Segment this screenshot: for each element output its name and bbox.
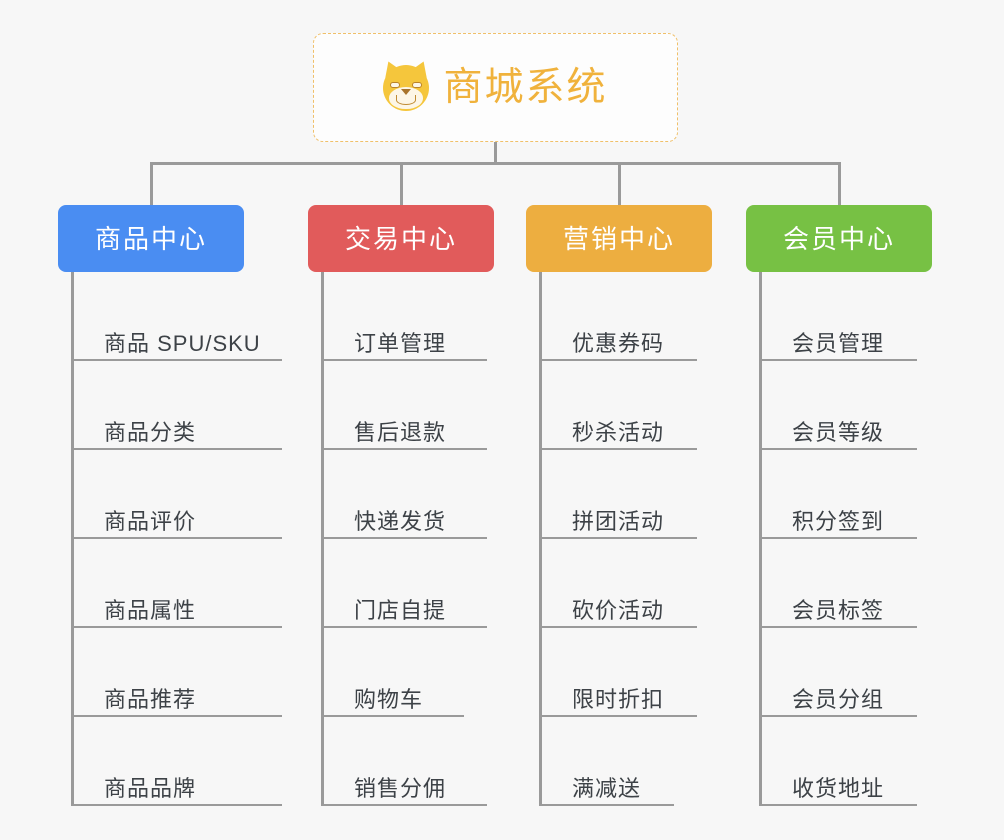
- leaf-underline: [762, 448, 917, 450]
- leaf-underline: [74, 804, 282, 806]
- connector-root-stem: [494, 142, 497, 164]
- connector-drop-trade-center: [400, 162, 403, 207]
- connector-horizontal-bus: [150, 162, 841, 165]
- leaf-label: 商品 SPU/SKU: [104, 331, 261, 356]
- category-label-member-center: 会员中心: [782, 223, 895, 254]
- leaf-item[interactable]: 积分签到: [762, 450, 932, 539]
- category-box-product-center[interactable]: 商品中心: [58, 205, 244, 272]
- leaf-label: 会员分组: [792, 687, 885, 712]
- category-column-member-center: 会员中心 会员管理 会员等级 积分签到 会员标签 会员分组 收货地址: [746, 205, 932, 806]
- leaf-item[interactable]: 限时折扣: [542, 628, 712, 717]
- leaf-item[interactable]: 快递发货: [324, 450, 494, 539]
- leaf-underline: [324, 626, 487, 628]
- category-label-marketing-center: 营销中心: [562, 223, 675, 254]
- leaf-label: 满减送: [572, 776, 642, 801]
- root-title: 商城系统: [443, 66, 608, 109]
- leaf-item[interactable]: 商品推荐: [74, 628, 282, 717]
- leaf-label: 拼团活动: [572, 509, 665, 534]
- leaf-underline: [762, 537, 917, 539]
- leaf-item[interactable]: 售后退款: [324, 361, 494, 450]
- category-box-member-center[interactable]: 会员中心: [746, 205, 932, 272]
- leaf-underline: [762, 626, 917, 628]
- leaf-label: 商品评价: [104, 509, 197, 534]
- connector-drop-marketing-center: [618, 162, 621, 207]
- leaf-label: 商品推荐: [104, 687, 197, 712]
- leaf-label: 限时折扣: [572, 687, 665, 712]
- leaf-label: 销售分佣: [354, 776, 447, 801]
- category-box-marketing-center[interactable]: 营销中心: [526, 205, 712, 272]
- leaf-underline: [324, 359, 487, 361]
- leaf-item[interactable]: 商品评价: [74, 450, 282, 539]
- leaf-label: 订单管理: [354, 331, 447, 356]
- leaf-list-marketing-center: 优惠券码 秒杀活动 拼团活动 砍价活动 限时折扣 满减送: [539, 272, 712, 806]
- leaf-underline: [324, 537, 487, 539]
- leaf-item[interactable]: 商品 SPU/SKU: [74, 272, 282, 361]
- leaf-list-product-center: 商品 SPU/SKU 商品分类 商品评价 商品属性 商品推荐 商品品牌: [71, 272, 282, 806]
- category-column-product-center: 商品中心 商品 SPU/SKU 商品分类 商品评价 商品属性 商品推荐 商品品牌: [58, 205, 282, 806]
- leaf-item[interactable]: 购物车: [324, 628, 494, 717]
- leaf-underline: [762, 359, 917, 361]
- leaf-underline: [542, 359, 697, 361]
- leaf-underline: [74, 359, 282, 361]
- leaf-label: 门店自提: [354, 598, 447, 623]
- leaf-label: 商品属性: [104, 598, 197, 623]
- leaf-item[interactable]: 拼团活动: [542, 450, 712, 539]
- leaf-underline: [542, 804, 674, 806]
- leaf-label: 商品品牌: [104, 776, 197, 801]
- leaf-label: 会员管理: [792, 331, 885, 356]
- leaf-item[interactable]: 销售分佣: [324, 717, 494, 806]
- leaf-label: 会员标签: [792, 598, 885, 623]
- category-label-product-center: 商品中心: [94, 223, 207, 254]
- leaf-label: 收货地址: [792, 776, 885, 801]
- leaf-label: 售后退款: [354, 420, 447, 445]
- leaf-label: 优惠券码: [572, 331, 665, 356]
- leaf-item[interactable]: 订单管理: [324, 272, 494, 361]
- leaf-label: 商品分类: [104, 420, 197, 445]
- leaf-label: 购物车: [354, 687, 424, 712]
- leaf-label: 秒杀活动: [572, 420, 665, 445]
- connector-drop-product-center: [150, 162, 153, 207]
- leaf-underline: [74, 448, 282, 450]
- leaf-item[interactable]: 砍价活动: [542, 539, 712, 628]
- leaf-label: 砍价活动: [572, 598, 665, 623]
- leaf-item[interactable]: 门店自提: [324, 539, 494, 628]
- leaf-label: 积分签到: [792, 509, 885, 534]
- leaf-underline: [542, 448, 697, 450]
- leaf-item[interactable]: 会员分组: [762, 628, 932, 717]
- leaf-item[interactable]: 秒杀活动: [542, 361, 712, 450]
- leaf-item[interactable]: 优惠券码: [542, 272, 712, 361]
- category-box-trade-center[interactable]: 交易中心: [308, 205, 494, 272]
- root-node[interactable]: 商城系统: [313, 33, 678, 142]
- leaf-list-member-center: 会员管理 会员等级 积分签到 会员标签 会员分组 收货地址: [759, 272, 932, 806]
- leaf-item[interactable]: 会员等级: [762, 361, 932, 450]
- leaf-underline: [74, 626, 282, 628]
- leaf-item[interactable]: 满减送: [542, 717, 712, 806]
- leaf-item[interactable]: 收货地址: [762, 717, 932, 806]
- leaf-underline: [74, 715, 282, 717]
- category-column-marketing-center: 营销中心 优惠券码 秒杀活动 拼团活动 砍价活动 限时折扣 满减送: [526, 205, 712, 806]
- leaf-label: 快递发货: [354, 509, 447, 534]
- category-column-trade-center: 交易中心 订单管理 售后退款 快递发货 门店自提 购物车 销售分佣: [308, 205, 494, 806]
- leaf-underline: [324, 715, 464, 717]
- leaf-underline: [324, 804, 487, 806]
- leaf-item[interactable]: 商品属性: [74, 539, 282, 628]
- leaf-underline: [542, 715, 697, 717]
- category-label-trade-center: 交易中心: [344, 223, 457, 254]
- leaf-underline: [542, 626, 697, 628]
- connector-drop-member-center: [838, 162, 841, 207]
- leaf-list-trade-center: 订单管理 售后退款 快递发货 门店自提 购物车 销售分佣: [321, 272, 494, 806]
- leaf-underline: [74, 537, 282, 539]
- leaf-underline: [762, 715, 917, 717]
- leaf-item[interactable]: 会员管理: [762, 272, 932, 361]
- leaf-label: 会员等级: [792, 420, 885, 445]
- shiba-dog-face-icon: [380, 57, 433, 111]
- leaf-item[interactable]: 会员标签: [762, 539, 932, 628]
- leaf-underline: [324, 448, 487, 450]
- leaf-item[interactable]: 商品品牌: [74, 717, 282, 806]
- leaf-underline: [762, 804, 917, 806]
- leaf-item[interactable]: 商品分类: [74, 361, 282, 450]
- leaf-underline: [542, 537, 697, 539]
